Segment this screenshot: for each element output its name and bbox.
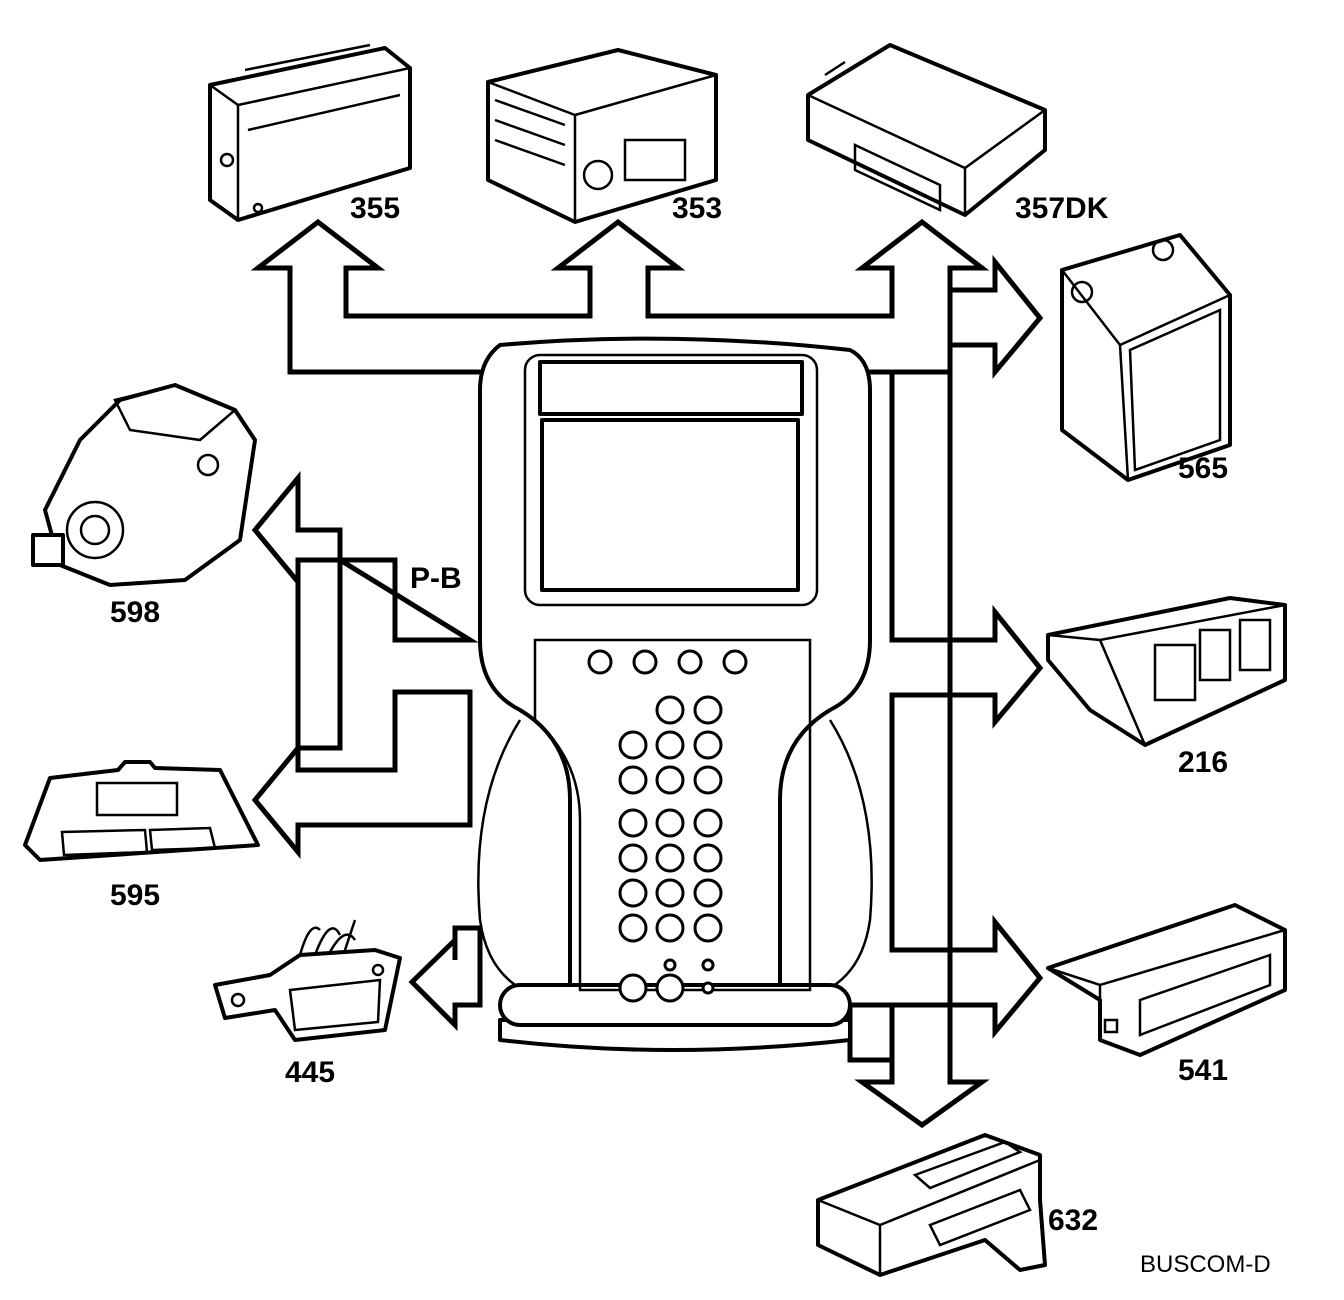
- arrow-to-595: [251, 689, 473, 859]
- arrow-right-bottom-link: [847, 1002, 895, 1063]
- label-357dk: 357DK: [1015, 192, 1109, 225]
- module-598: [31, 383, 257, 587]
- label-216: 216: [1178, 746, 1228, 779]
- arrow-to-445: [408, 925, 483, 1032]
- arrow-mid-right-trunk: [889, 692, 953, 953]
- label-541: 541: [1178, 1054, 1228, 1087]
- module-445: [213, 919, 402, 1042]
- label-353: 353: [672, 192, 722, 225]
- label-445: 445: [285, 1056, 335, 1089]
- module-357dk: [806, 43, 1047, 217]
- scan-tool-grip-left: [477, 719, 556, 1002]
- scan-tool-keypad-panel: [533, 638, 812, 992]
- scan-tool-keypad: [618, 695, 723, 1003]
- module-565: [1060, 233, 1232, 482]
- module-216: [1046, 596, 1287, 747]
- bus-label-pb: P-B: [410, 562, 462, 595]
- scan-tool-function-keys: [587, 649, 748, 675]
- scan-tool: [477, 336, 873, 1052]
- module-353: [486, 48, 718, 224]
- labels: 355 353 357DK 565 598 595 445 216 541 63…: [110, 192, 1271, 1278]
- arrow-to-216: [947, 604, 1044, 729]
- label-595: 595: [110, 879, 160, 912]
- label-565: 565: [1178, 452, 1228, 485]
- scan-tool-screen-bezel: [523, 353, 819, 607]
- bus-arrows: [250, 218, 1044, 1129]
- arrow-to-598: [251, 471, 479, 643]
- scan-tool-screen: [540, 418, 800, 592]
- label-598: 598: [110, 596, 160, 629]
- label-355: 355: [350, 192, 400, 225]
- scan-tool-top-panel: [538, 360, 804, 416]
- arrow-right-trunk: [889, 369, 953, 643]
- arrow-left-trunk: [295, 557, 343, 751]
- figure-reference: BUSCOM-D: [1140, 1251, 1271, 1278]
- scan-tool-grip-right: [794, 719, 873, 1002]
- arrow-to-565: [947, 254, 1044, 379]
- module-541: [1046, 903, 1287, 1057]
- arrow-to-355: [250, 218, 990, 375]
- module-632: [816, 1133, 1047, 1277]
- label-632: 632: [1048, 1204, 1098, 1237]
- module-595: [23, 760, 260, 862]
- arrow-to-541: [947, 914, 1044, 1039]
- module-355: [208, 43, 412, 222]
